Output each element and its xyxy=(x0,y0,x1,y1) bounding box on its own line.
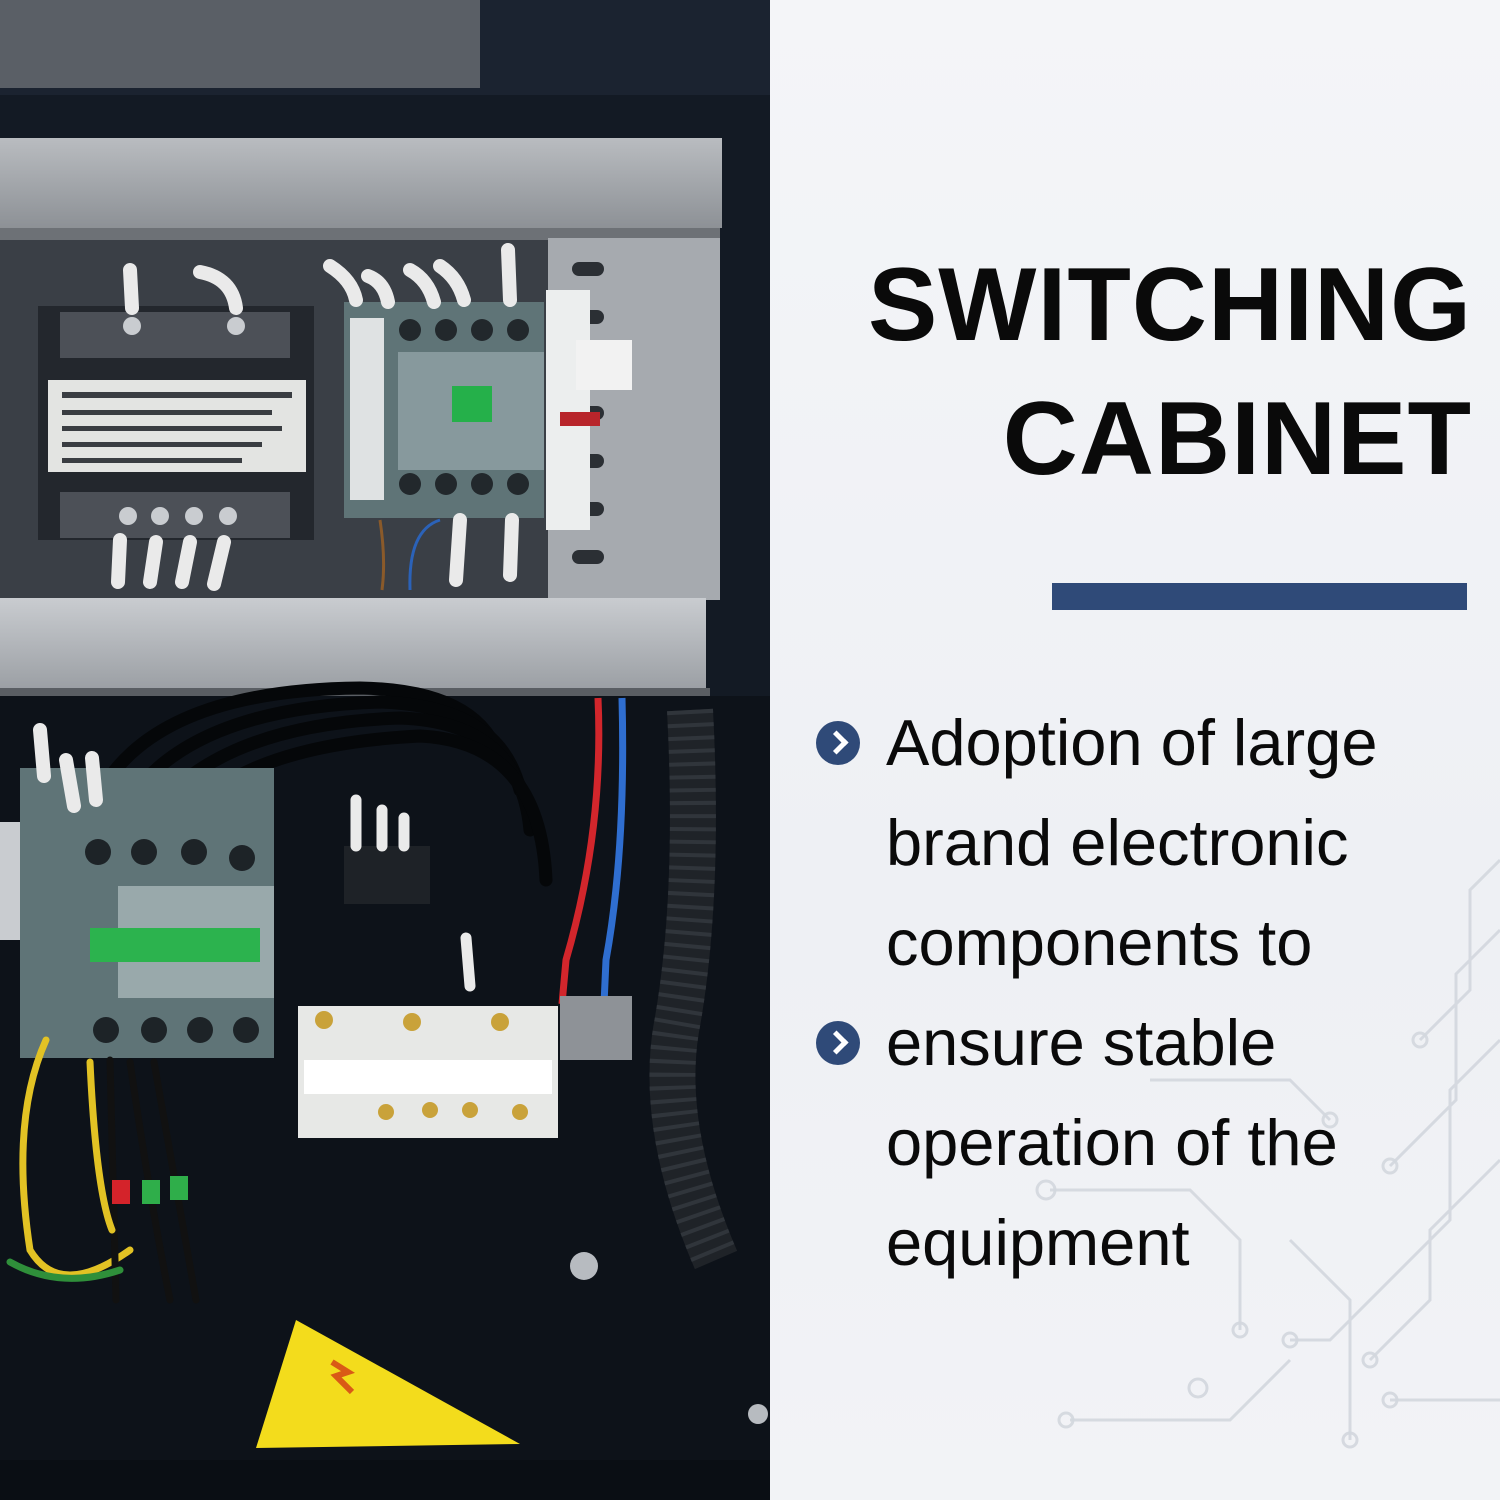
feature-bullet-list: Adoption of large brand electronic compo… xyxy=(816,693,1486,1293)
feature-bullet-2: ensure stable operation of the equipment xyxy=(816,993,1486,1293)
title-line-2: CABINET xyxy=(1002,381,1472,497)
bullet-1-line-3: components to xyxy=(886,906,1313,979)
feature-bullet-1: Adoption of large brand electronic compo… xyxy=(816,693,1486,993)
text-panel: SWITCHING CABINET Adoption of large bran… xyxy=(770,0,1500,1500)
title-divider xyxy=(1052,583,1467,610)
title-line-1: SWITCHING xyxy=(867,247,1472,363)
cabinet-photo xyxy=(0,0,770,1500)
page-title: SWITCHING CABINET xyxy=(792,238,1472,506)
bullet-2-line-2: operation of the xyxy=(886,1106,1338,1179)
bullet-1-line-1: Adoption of large xyxy=(886,706,1378,779)
cabinet-illustration xyxy=(0,0,770,1500)
circuit-pattern-background xyxy=(1035,858,1500,1449)
bullet-2-line-1: ensure stable xyxy=(886,1006,1277,1079)
chevron-right-circle-icon xyxy=(816,721,860,765)
chevron-right-circle-icon xyxy=(816,1021,860,1065)
bullet-1-line-2: brand electronic xyxy=(886,806,1349,879)
bullet-2-line-3: equipment xyxy=(886,1206,1190,1279)
